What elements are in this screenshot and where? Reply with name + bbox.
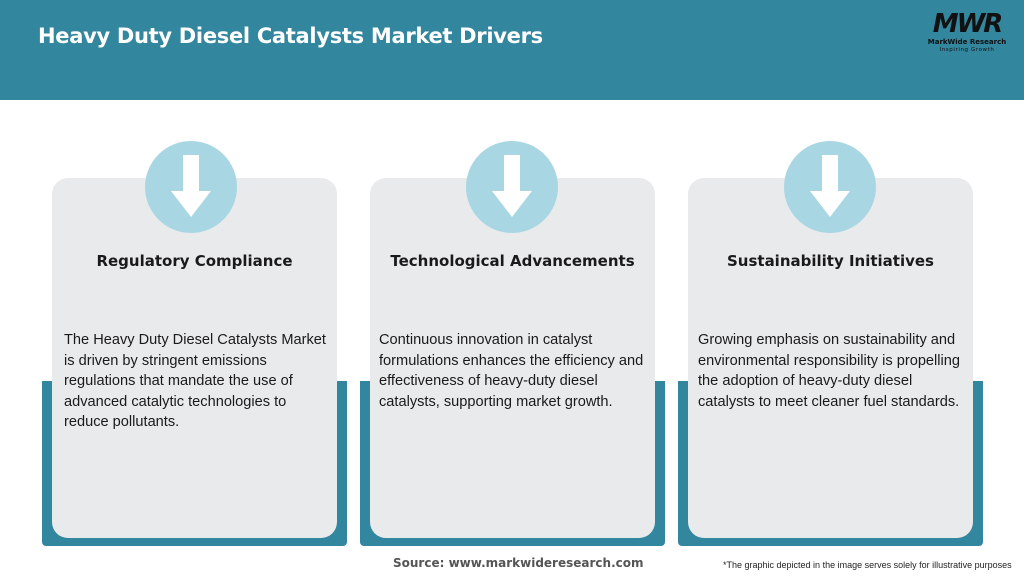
logo-name: MarkWide Research [927, 38, 1007, 46]
source-credit: Source: www.markwideresearch.com [393, 556, 644, 570]
card-text: Growing emphasis on sustainability and e… [698, 332, 961, 410]
logo-tagline: Inspiring Growth [939, 47, 995, 53]
card-title: Sustainability Initiatives [726, 252, 934, 270]
driver-card-regulatory: Regulatory Compliance The Heavy Duty Die… [52, 178, 337, 538]
card-title: Regulatory Compliance [96, 252, 293, 270]
card-text: The Heavy Duty Diesel Catalysts Market i… [64, 332, 326, 430]
driver-card-sustainability: Sustainability Initiatives Growing empha… [688, 178, 973, 538]
driver-card-technological: Technological Advancements Continuous in… [370, 178, 655, 538]
logo-mark: MWR [932, 9, 1004, 39]
disclaimer: *The graphic depicted in the image serve… [723, 560, 1012, 570]
card-title: Technological Advancements [390, 252, 635, 270]
arrow-down-icon [784, 141, 876, 233]
arrow-down-icon [466, 141, 558, 233]
page-title: Heavy Duty Diesel Catalysts Market Drive… [38, 24, 543, 48]
header-banner: Heavy Duty Diesel Catalysts Market Drive… [0, 0, 1024, 100]
card-text: Continuous innovation in catalyst formul… [379, 332, 644, 410]
logo: MWR MarkWide Research Inspiring Growth [922, 10, 1012, 56]
arrow-down-icon [145, 141, 237, 233]
